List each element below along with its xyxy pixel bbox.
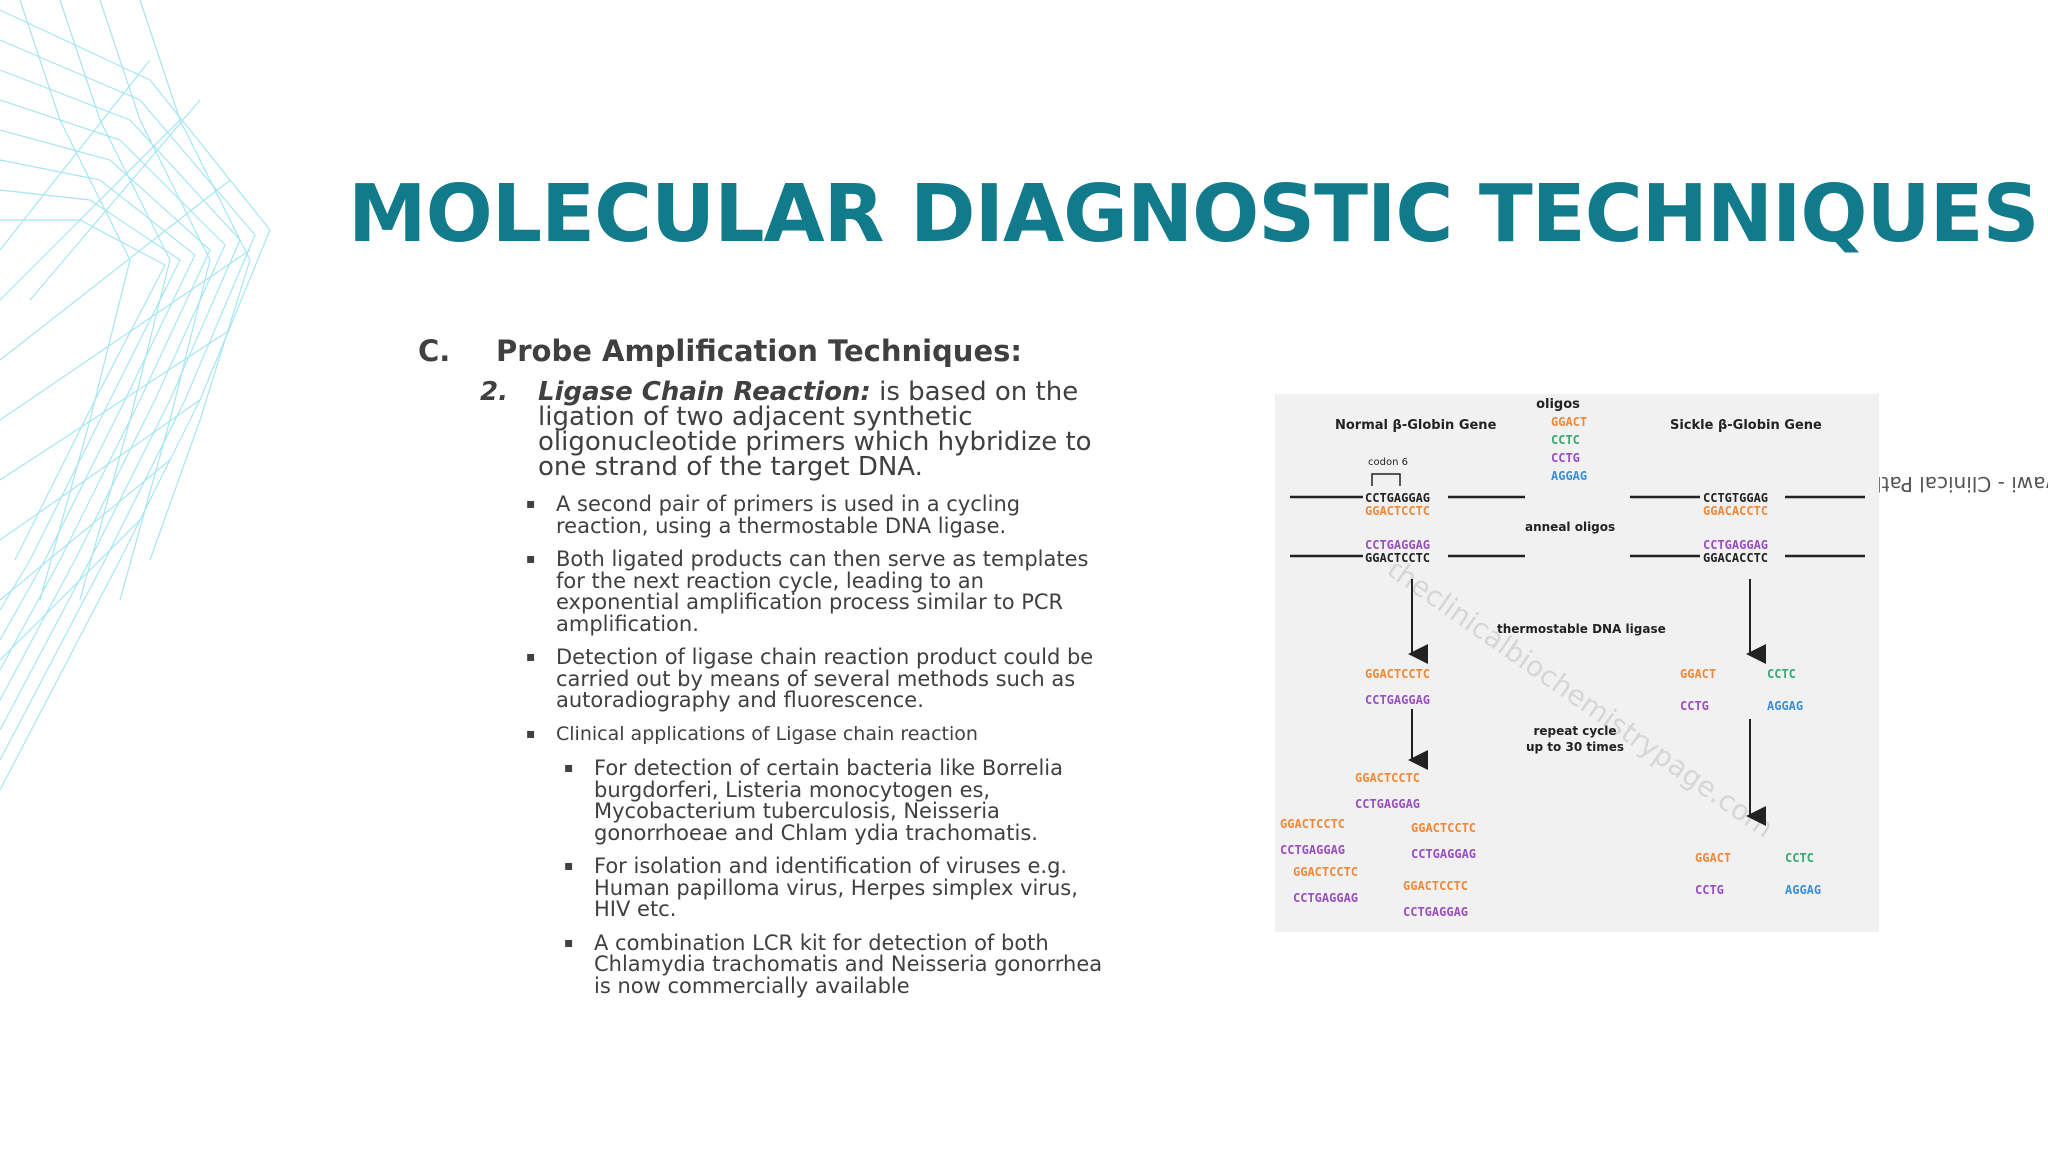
amplified-product: GGACTCCTC bbox=[1280, 817, 1345, 831]
codon-label: codon 6 bbox=[1368, 457, 1408, 468]
section-heading: C. Probe Amplification Techniques: bbox=[418, 334, 1022, 368]
item-body: Ligase Chain Reaction: is based on the l… bbox=[538, 377, 1100, 482]
sub-bullet-item: A combination LCR kit for detection of b… bbox=[556, 932, 1106, 998]
item-text: is based on the ligation of two adjacent… bbox=[538, 377, 1092, 482]
ligase-label: thermostable DNA ligase bbox=[1497, 622, 1666, 636]
sickle-top-seq: CCTGTGGAG bbox=[1703, 491, 1768, 505]
bullet-item-text: Clinical applications of Ligase chain re… bbox=[556, 722, 978, 745]
sickle-bottom-seq: GGACACCTC bbox=[1703, 551, 1768, 565]
amplified-product: CCTGAGGAG bbox=[1280, 843, 1345, 857]
section-heading-text: Probe Amplification Techniques: bbox=[496, 334, 1022, 368]
numbered-item: 2. Ligase Chain Reaction: is based on th… bbox=[480, 377, 1100, 482]
unligated-oligo: GGACT bbox=[1695, 851, 1731, 865]
oligo-ggact: GGACT bbox=[1551, 415, 1587, 429]
normal-bottom-seq: GGACTCCTC bbox=[1365, 551, 1430, 565]
bullet-item: Detection of ligase chain reaction produ… bbox=[526, 646, 1106, 712]
oligo-cctg: CCTG bbox=[1551, 451, 1580, 465]
oligo-aggag: AGGAG bbox=[1551, 469, 1587, 483]
oligos-label: oligos bbox=[1536, 397, 1580, 412]
item-number: 2. bbox=[480, 377, 508, 407]
normal-gene-label: Normal β-Globin Gene bbox=[1335, 418, 1497, 433]
sub-bullet-list: For detection of certain bacteria like B… bbox=[556, 757, 1106, 998]
bullet-list: A second pair of primers is used in a cy… bbox=[526, 493, 1106, 1009]
amplified-product: CCTGAGGAG bbox=[1411, 847, 1476, 861]
amplified-product: GGACTCCTC bbox=[1293, 865, 1358, 879]
normal-bottom-primer: CCTGAGGAG bbox=[1365, 538, 1430, 552]
bullet-item: Clinical applications of Ligase chain re… bbox=[526, 722, 1106, 998]
sickle-oligo-aggag: AGGAG bbox=[1767, 699, 1803, 713]
watermark: theclinicalbiochemistrypage.com bbox=[1381, 552, 1779, 845]
wireframe-decoration bbox=[0, 0, 271, 791]
amplified-product: GGACTCCTC bbox=[1403, 879, 1468, 893]
bullet-item: A second pair of primers is used in a cy… bbox=[526, 493, 1106, 537]
item-term: Ligase Chain Reaction: bbox=[538, 377, 871, 407]
repeat-label-2: up to 30 times bbox=[1526, 740, 1624, 754]
sickle-oligo-cctc: CCTC bbox=[1767, 667, 1796, 681]
anneal-label: anneal oligos bbox=[1525, 520, 1615, 534]
amplified-product: CCTGAGGAG bbox=[1403, 905, 1468, 919]
amplified-product: CCTGAGGAG bbox=[1355, 797, 1420, 811]
sub-bullet-item: For isolation and identification of viru… bbox=[556, 855, 1106, 921]
unligated-oligo: CCTC bbox=[1785, 851, 1814, 865]
codon-bracket bbox=[1371, 473, 1401, 486]
oligo-cctc: CCTC bbox=[1551, 433, 1580, 447]
normal-product-2: CCTGAGGAG bbox=[1365, 693, 1430, 707]
unligated-oligo: AGGAG bbox=[1785, 883, 1821, 897]
slide-title: MOLECULAR DIAGNOSTIC TECHNIQUES bbox=[348, 168, 2040, 260]
bullet-item: Both ligated products can then serve as … bbox=[526, 548, 1106, 635]
sickle-oligo-ggact: GGACT bbox=[1680, 667, 1716, 681]
section-letter: C. bbox=[418, 334, 451, 368]
lcr-diagram: theclinicalbiochemistrypage.com Normal β… bbox=[1275, 394, 1879, 932]
sickle-oligo-cctg: CCTG bbox=[1680, 699, 1709, 713]
normal-top-seq: CCTGAGGAG bbox=[1365, 491, 1430, 505]
amplified-product: CCTGAGGAG bbox=[1293, 891, 1358, 905]
sickle-gene-label: Sickle β-Globin Gene bbox=[1670, 418, 1822, 433]
sub-bullet-item: For detection of certain bacteria like B… bbox=[556, 757, 1106, 844]
unligated-oligo: CCTG bbox=[1695, 883, 1724, 897]
repeat-label-1: repeat cycle bbox=[1533, 724, 1616, 738]
lcr-diagram-svg: theclinicalbiochemistrypage.com Normal β… bbox=[1280, 397, 1865, 919]
normal-top-primer: GGACTCCTC bbox=[1365, 504, 1430, 518]
sickle-top-primer: GGACACCTC bbox=[1703, 504, 1768, 518]
normal-product-1: GGACTCCTC bbox=[1365, 667, 1430, 681]
amplified-product: GGACTCCTC bbox=[1411, 821, 1476, 835]
amplified-product: GGACTCCTC bbox=[1355, 771, 1420, 785]
sickle-bottom-primer: CCTGAGGAG bbox=[1703, 538, 1768, 552]
